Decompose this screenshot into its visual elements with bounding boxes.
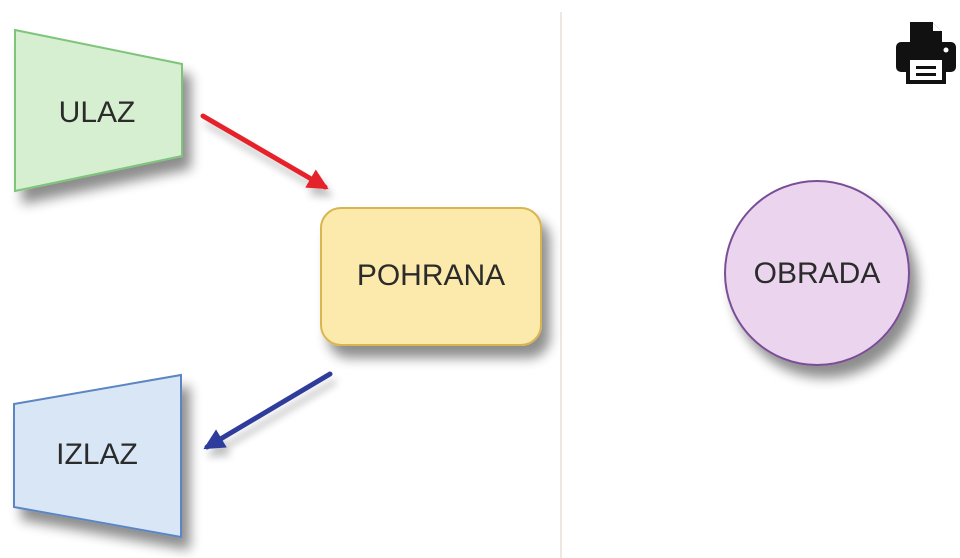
output-node-label: IZLAZ — [56, 438, 138, 471]
storage-node — [320, 207, 542, 346]
processing-node-label: OBRADA — [754, 257, 881, 290]
arrow-storage-to-output — [203, 371, 333, 450]
output-node — [13, 373, 182, 539]
input-node — [14, 28, 183, 193]
input-node-shape — [14, 28, 183, 193]
storage-node-shape — [320, 207, 542, 346]
arrow-input-to-storage — [200, 113, 329, 190]
print-button[interactable] — [892, 16, 960, 84]
input-node-label: ULAZ — [59, 96, 136, 129]
printer-icon — [896, 22, 956, 84]
processing-node — [724, 180, 910, 366]
output-node-shape — [13, 373, 182, 539]
storage-node-label: POHRANA — [357, 259, 505, 292]
processing-node-shape — [724, 180, 910, 366]
